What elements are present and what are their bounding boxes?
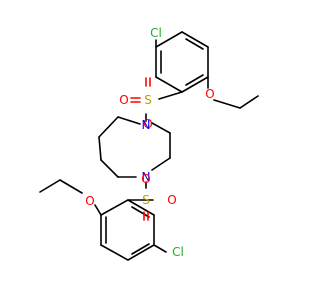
oxygen-atom-label: O <box>205 87 214 101</box>
oxygen-atom-label: O <box>119 93 128 107</box>
heteroatom-bonds <box>130 77 151 221</box>
oxygen-atom-label: O <box>167 193 176 207</box>
carbon-bonds <box>39 31 259 261</box>
chlorine-atom-label: Cl <box>172 245 184 259</box>
chlorine-atom-label: Cl <box>150 26 162 40</box>
sulfur-atom-label: S <box>144 93 152 107</box>
nitrogen-atom-label: N <box>142 170 151 184</box>
molecule-structure: Cl O S O O N N O S O O Cl <box>39 26 259 261</box>
sulfur-atom-label: S <box>142 193 150 207</box>
oxygen-atom-label: O <box>85 194 94 208</box>
oxygen-atom-label: O <box>143 117 152 131</box>
nitrogen-atom-label: N <box>142 118 151 132</box>
oxygen-atom-label: O <box>141 172 150 186</box>
